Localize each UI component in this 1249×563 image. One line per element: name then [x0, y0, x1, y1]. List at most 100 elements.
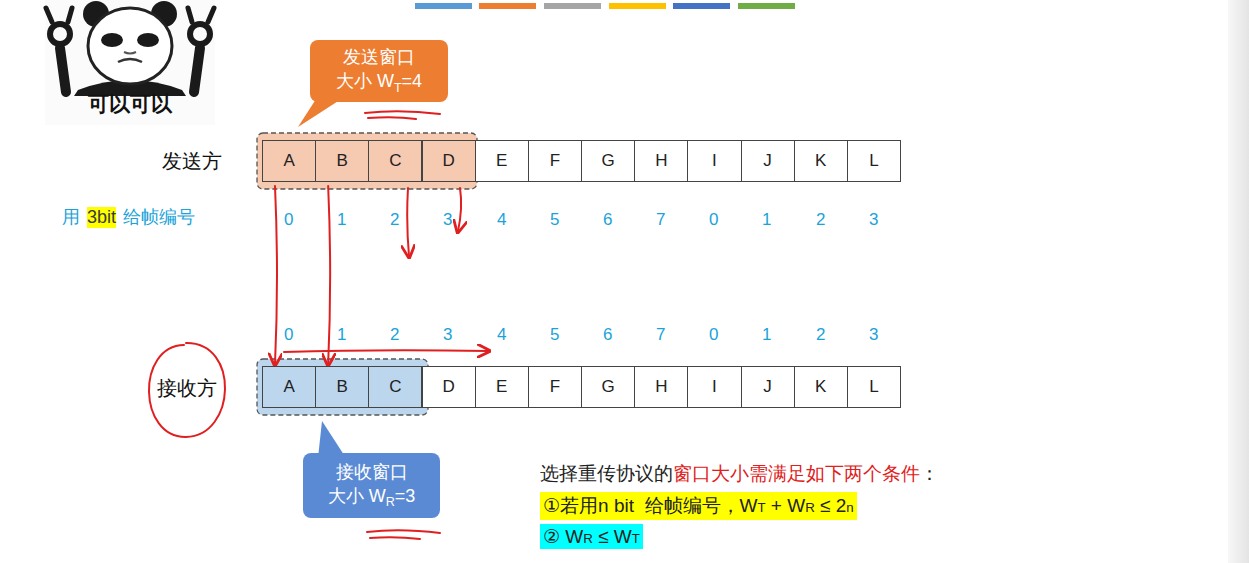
text-line: 1: [337, 210, 346, 230]
sequence-number: 1: [337, 210, 346, 230]
sequence-number: 2: [816, 325, 825, 345]
slide-bars: [544, 3, 601, 9]
frame-letter: I: [712, 377, 717, 397]
frame-cell: E: [475, 140, 529, 182]
frame-cell: J: [741, 366, 795, 408]
text-line: 6: [603, 210, 612, 230]
note-text: ≤ 2: [815, 495, 847, 517]
frame-letter: C: [389, 377, 401, 397]
frame-letter: H: [655, 377, 667, 397]
frame-letter: D: [442, 151, 454, 171]
frame-letter: F: [550, 151, 560, 171]
hand-marks: [370, 537, 420, 539]
sequence-number: 0: [709, 325, 718, 345]
sequence-number: 2: [390, 325, 399, 345]
text-line: 4: [497, 325, 506, 345]
panda-meme: [88, 8, 172, 84]
frame-letter: D: [442, 377, 454, 397]
sequence-number: 2: [390, 210, 399, 230]
hand-marks: [365, 111, 440, 114]
frame-cell: G: [581, 140, 635, 182]
panda-meme: [60, 48, 66, 92]
text-line: 3: [443, 210, 452, 230]
frame-cell: D: [422, 366, 476, 408]
callout-heading: 发送窗口: [343, 47, 415, 67]
sequence-number: 0: [284, 210, 293, 230]
note-text: 给帧编号: [123, 205, 195, 229]
frame-cell: C: [368, 140, 422, 182]
frame-letter: G: [601, 151, 614, 171]
panda-meme: [50, 24, 70, 44]
text-line: 2: [816, 325, 825, 345]
frame-cell: E: [475, 366, 529, 408]
text-line: 5: [550, 210, 559, 230]
frame-cell: H: [634, 366, 688, 408]
text-line: 4: [497, 210, 506, 230]
sequence-number: 0: [284, 325, 293, 345]
frame-cell: D: [422, 140, 476, 182]
text-line: 可以可以: [88, 90, 172, 118]
text-line: 6: [603, 325, 612, 345]
frame-cell: C: [368, 366, 422, 408]
hand-marks: [458, 188, 461, 231]
side-shadow: [1228, 0, 1249, 563]
frame-letter: B: [337, 377, 348, 397]
window-callout: 发送窗口大小 WT=4: [310, 40, 448, 102]
sequence-number: 7: [656, 325, 665, 345]
sequence-number: 5: [550, 325, 559, 345]
note-text: 选择重传协议的: [540, 461, 673, 487]
panda-meme: [194, 48, 200, 92]
frame-letter: J: [763, 377, 772, 397]
text-line: 2: [390, 210, 399, 230]
receive-window: [257, 359, 428, 415]
sequence-number: 1: [762, 210, 771, 230]
text-line: 1: [762, 325, 771, 345]
frame-cell: H: [634, 140, 688, 182]
text-line: ② WR ≤ WT: [540, 524, 643, 549]
text-line: 5: [550, 325, 559, 345]
text-line: 3: [443, 325, 452, 345]
callout-text: R: [386, 495, 395, 509]
text-line: 3: [869, 325, 878, 345]
frame-letter: L: [869, 377, 878, 397]
frame-letter: J: [763, 151, 772, 171]
frame-cell: F: [528, 140, 582, 182]
hand-marks: [149, 343, 225, 437]
sequence-number: 4: [497, 210, 506, 230]
frame-letter: F: [550, 377, 560, 397]
panda-meme: [45, 0, 215, 125]
slide-bars: [479, 3, 536, 9]
frame-cell: I: [687, 140, 741, 182]
note-text: 发送方: [162, 148, 222, 175]
slide-bars: [415, 3, 795, 9]
text-line: 接收方: [157, 375, 217, 402]
receive-window: [257, 359, 428, 415]
text-line: 0: [284, 210, 293, 230]
slide-bars: [609, 3, 666, 9]
frame-cell: F: [528, 366, 582, 408]
hand-marks: [284, 350, 488, 352]
panda-meme: [101, 33, 123, 47]
callout-line: 接收窗口: [336, 460, 408, 484]
frame-letter: B: [337, 151, 348, 171]
sequence-number: 3: [869, 325, 878, 345]
note-text: 可以可以: [88, 90, 172, 118]
frame-cell: L: [847, 366, 901, 408]
panda-meme: [137, 33, 159, 47]
callout-line: 大小 WR=3: [328, 484, 416, 512]
frame-letter: A: [283, 377, 294, 397]
note-text: ①若用n bit 给帧编号，W: [543, 493, 757, 519]
panda-meme: [45, 0, 215, 125]
text-line: 选择重传协议的窗口大小需满足如下两个条件：: [540, 461, 939, 487]
sequence-number: 2: [816, 210, 825, 230]
note-text: R: [583, 531, 593, 546]
sequence-number: 0: [709, 210, 718, 230]
frame-cell: B: [315, 140, 369, 182]
callout-text: =4: [402, 71, 423, 91]
text-line: 1: [762, 210, 771, 230]
note-text: 接收方: [157, 375, 217, 402]
sequence-number: 5: [550, 210, 559, 230]
text-line: 用3bit给帧编号: [62, 205, 195, 229]
frame-transfer-arrow: [275, 186, 277, 364]
text-line: 2: [816, 210, 825, 230]
